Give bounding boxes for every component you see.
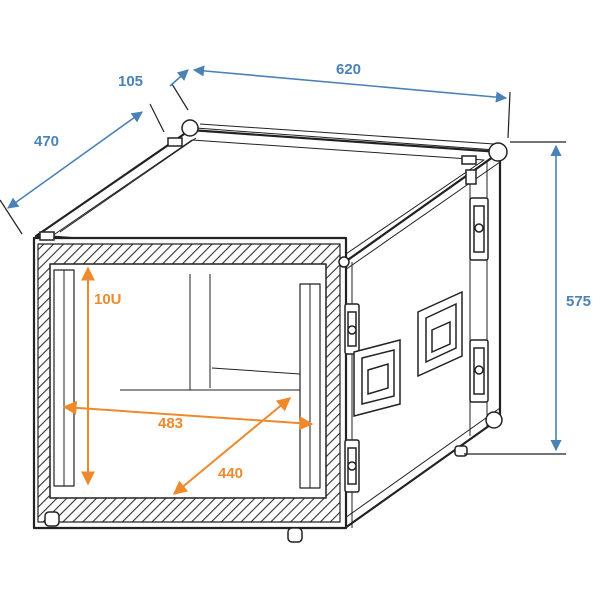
handle-right <box>417 290 463 378</box>
inner-dimensions <box>62 266 314 495</box>
label-lid-105: 105 <box>118 73 143 90</box>
outer-dimensions <box>0 65 566 455</box>
latch-lower-front <box>344 439 360 493</box>
foot-front-right <box>287 527 303 543</box>
handle-left <box>353 339 401 417</box>
rack-opening <box>49 263 327 499</box>
label-rack-width-483: 483 <box>158 415 183 432</box>
corner-fittings <box>39 119 508 429</box>
case-hardware <box>344 197 489 493</box>
dim-line-lid <box>169 69 189 87</box>
label-width-620: 620 <box>336 61 361 78</box>
dim-line-width <box>192 65 508 103</box>
label-height-575: 575 <box>566 293 591 310</box>
latch-lower-back <box>469 339 489 403</box>
dim-line-depth <box>7 111 143 209</box>
label-mounting-depth-440: 440 <box>218 465 243 482</box>
label-rack-units-10u: 10U <box>94 291 122 308</box>
latch-upper-back <box>469 197 489 261</box>
dim-line-mounting-depth <box>172 397 292 495</box>
label-depth-470: 470 <box>34 133 59 150</box>
latch-upper-front <box>344 303 360 355</box>
foot-front-left <box>44 511 60 527</box>
